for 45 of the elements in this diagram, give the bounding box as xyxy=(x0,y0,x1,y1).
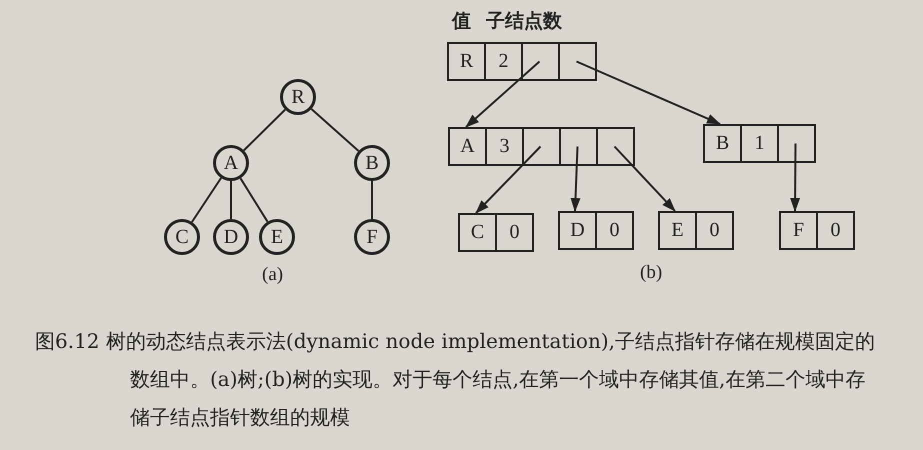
figure-caption: 图6.12 树的动态结点表示法(dynamic node implementation),子结点指针存储在规模固定的数组中。(a)树;(b)树的实现。对于每个结点,在第一个域中存储其值,在第二个域中存储子结点指针数组的规模 xyxy=(35,328,875,431)
tree-node-circle: R xyxy=(280,79,316,115)
value-cell: R xyxy=(447,44,484,79)
array-record xyxy=(703,124,816,163)
tree-edge xyxy=(371,181,373,219)
count-cell: 0 xyxy=(595,213,632,248)
tree-node-circle: D xyxy=(213,219,249,255)
count-cell: 3 xyxy=(485,129,522,164)
tree-node-circle: B xyxy=(354,145,390,181)
array-record xyxy=(447,42,597,81)
array-record xyxy=(658,211,734,250)
value-cell: F xyxy=(779,213,816,248)
field-heading: 子结点数 xyxy=(486,9,562,34)
array-record xyxy=(448,127,635,166)
value-cell: D xyxy=(558,213,595,248)
count-cell: 2 xyxy=(484,44,521,79)
subfigure-label: (b) xyxy=(640,262,662,284)
value-cell: E xyxy=(658,213,695,248)
array-record xyxy=(458,213,534,252)
value-cell: A xyxy=(448,129,485,164)
tree-edge xyxy=(230,181,232,219)
array-record xyxy=(558,211,634,250)
array-record xyxy=(779,211,855,250)
tree-node-circle: E xyxy=(259,219,295,255)
tree-edge xyxy=(240,178,268,222)
pointer-arrow xyxy=(790,144,800,212)
subfigure-label: (a) xyxy=(262,264,284,286)
pointer-arrow xyxy=(614,146,676,212)
pointer-arrow xyxy=(475,146,542,214)
tree-edge xyxy=(310,108,360,152)
pointer-arrow xyxy=(465,60,540,128)
tree-node-circle: A xyxy=(213,145,249,181)
pointer-arrow xyxy=(576,60,721,125)
count-cell: 0 xyxy=(495,215,532,250)
tree-edge xyxy=(191,177,222,223)
count-cell: 0 xyxy=(695,213,732,248)
value-cell: C xyxy=(458,215,495,250)
tree-node-circle: C xyxy=(164,219,200,255)
count-cell: 0 xyxy=(816,213,853,248)
pointer-arrow xyxy=(570,146,580,212)
tree-edge xyxy=(243,108,286,152)
field-heading: 值 xyxy=(452,9,471,34)
tree-node-circle: F xyxy=(354,219,390,255)
value-cell: B xyxy=(703,126,740,161)
count-cell: 1 xyxy=(740,126,777,161)
